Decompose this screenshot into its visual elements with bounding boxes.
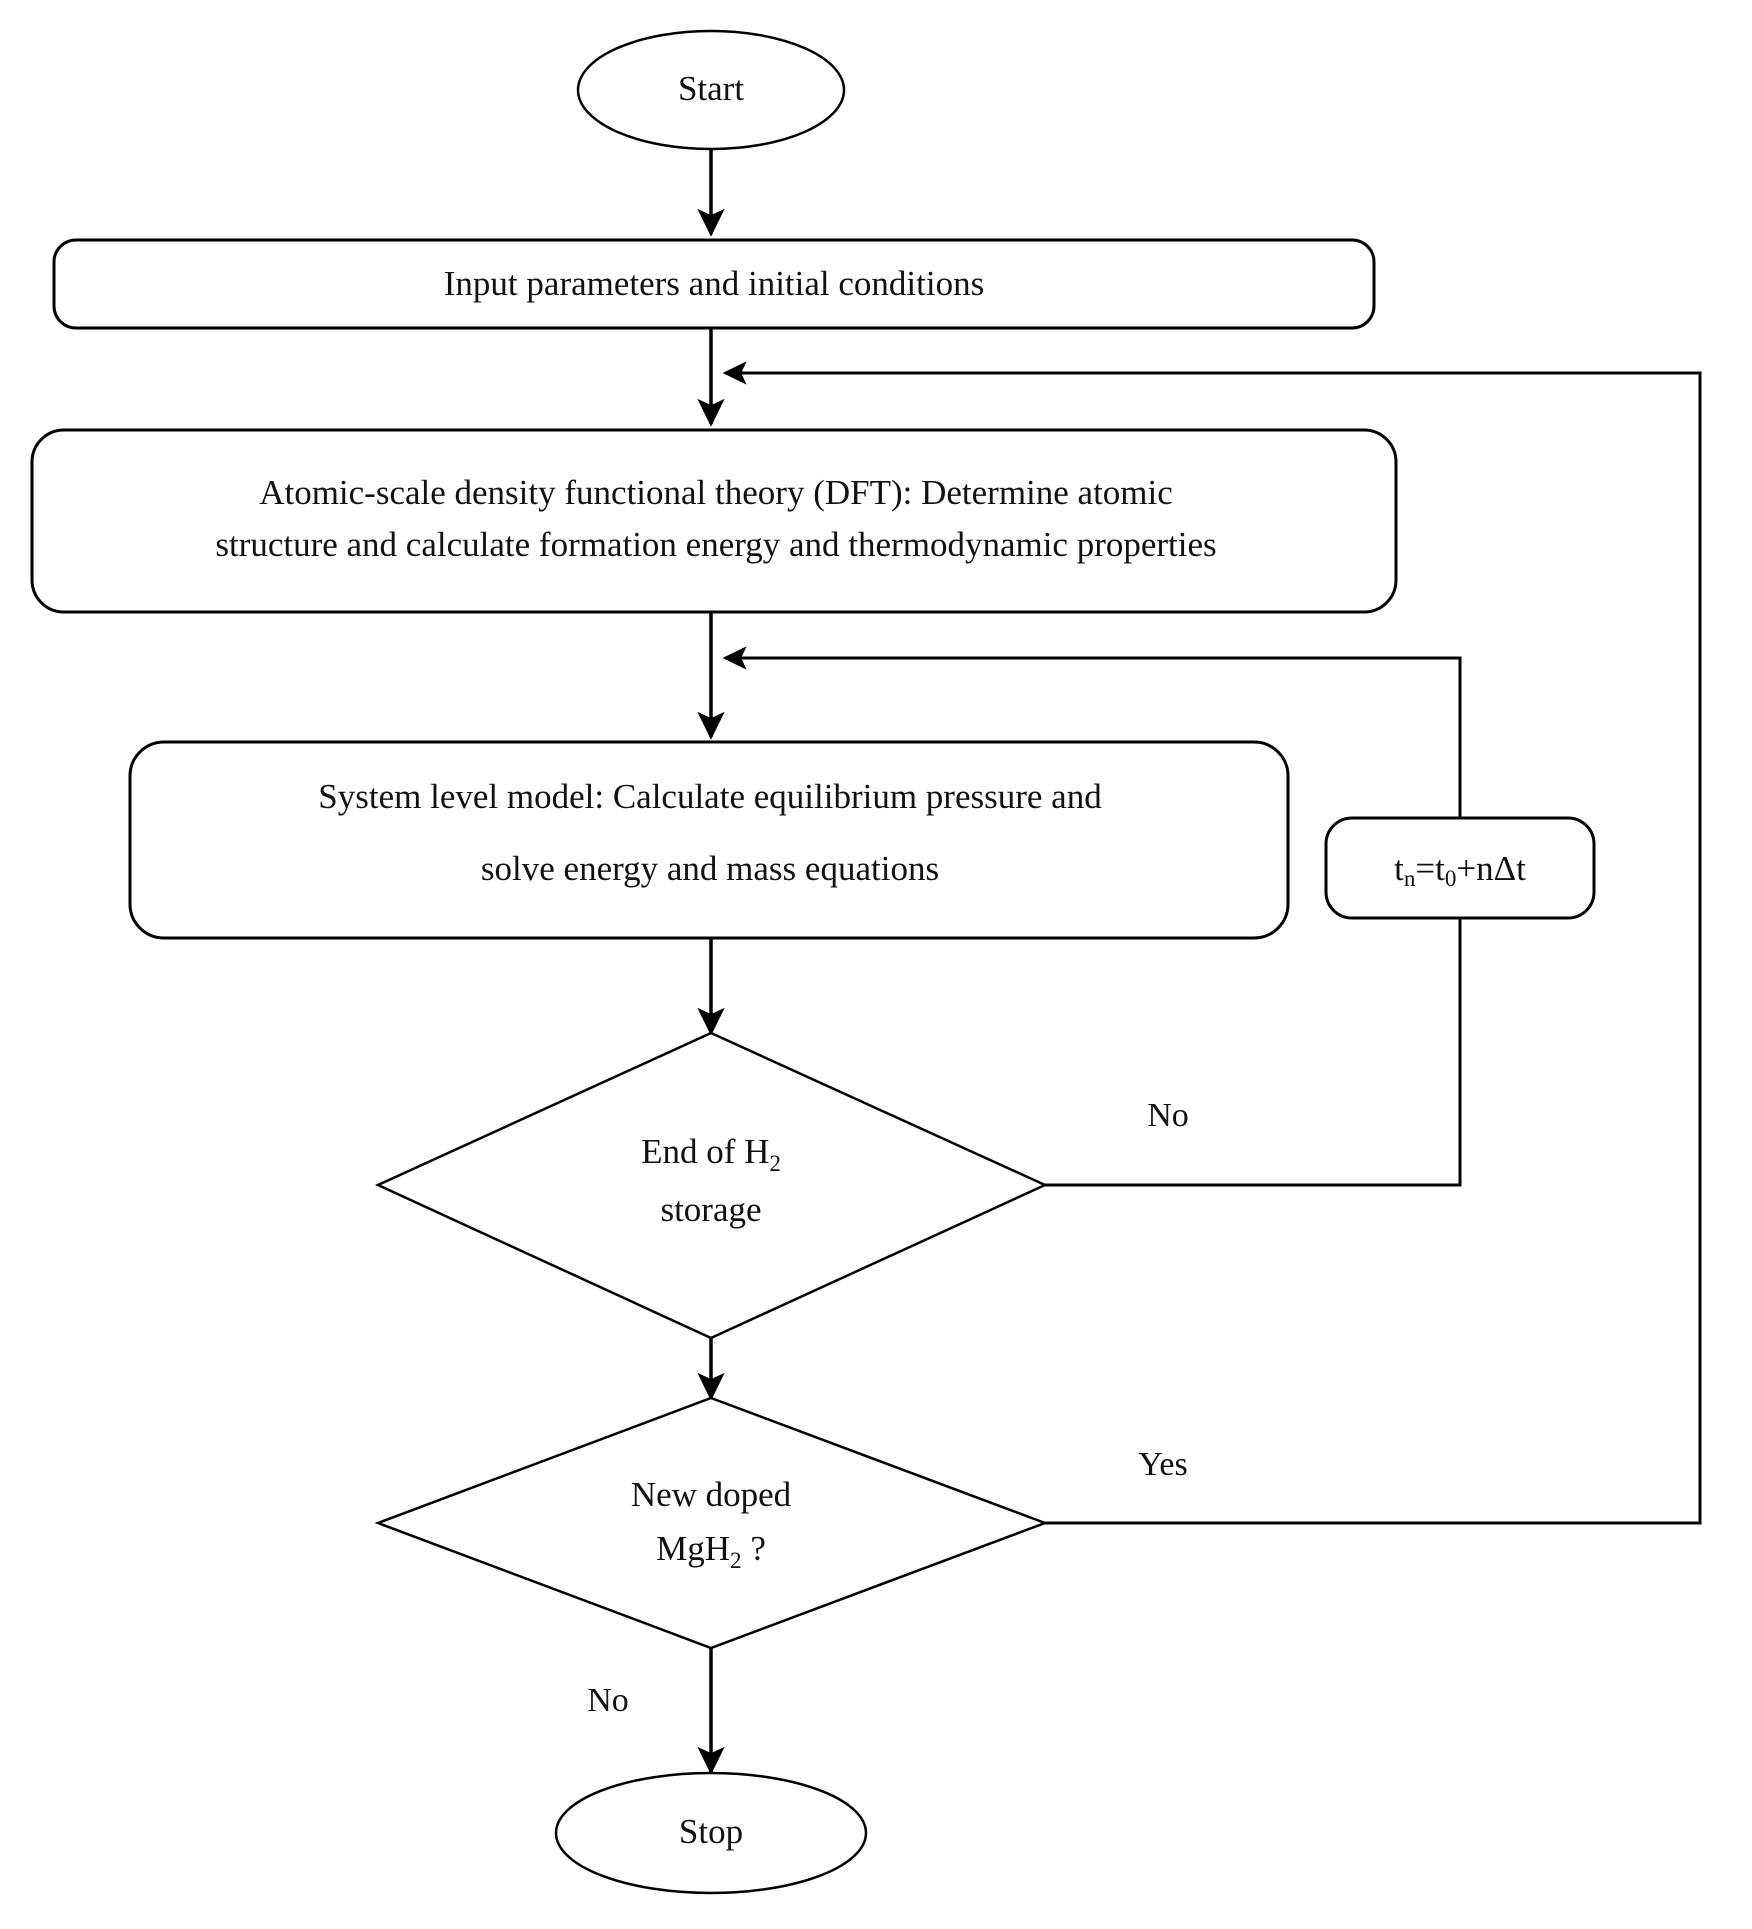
decision-doped-line2-sub: 2 <box>730 1547 742 1573</box>
decision-doped-label-line1: New doped <box>631 1475 792 1514</box>
start-ellipse-shape <box>576 29 846 151</box>
time-step-label: tn=t0+nΔt <box>1394 849 1526 891</box>
node-system-level-model[interactable]: System level model: Calculate equilibriu… <box>128 740 1290 940</box>
edge-label-no-storage: No <box>1147 1097 1189 1134</box>
decision-storage-label-line2: storage <box>660 1190 761 1229</box>
node-time-step-formula[interactable]: tn=t0+nΔt <box>1324 816 1596 920</box>
time-step-t: t <box>1394 849 1404 888</box>
decision-storage-label-line1: End of H2 <box>641 1132 781 1176</box>
system-label-line1: System level model: Calculate equilibriu… <box>318 777 1102 816</box>
node-dft[interactable]: Atomic-scale density functional theory (… <box>30 428 1398 614</box>
edge-label-yes-new-doped: Yes <box>1138 1446 1187 1483</box>
time-step-box-shape <box>1324 816 1596 920</box>
time-step-sub-0: 0 <box>1445 865 1457 891</box>
input-parameters-box-shape <box>52 238 1376 330</box>
node-start[interactable]: Start <box>576 29 846 151</box>
system-label-line2: solve energy and mass equations <box>481 849 939 888</box>
node-decision-end-of-storage[interactable]: End of H2 storage <box>374 1031 1049 1340</box>
node-decision-new-doped[interactable]: New doped MgH2 ? <box>374 1396 1049 1650</box>
decision-storage-line1-main: End of H <box>641 1132 769 1171</box>
decision-doped-line2-main: MgH <box>656 1529 730 1568</box>
node-stop[interactable]: Stop <box>554 1771 868 1895</box>
time-step-tail: +nΔt <box>1456 849 1526 888</box>
decision-doped-label-line2: MgH2 ? <box>656 1529 766 1573</box>
decision-storage-diamond-shape <box>374 1031 1049 1340</box>
edge-no-loop-to-system <box>722 646 1462 1187</box>
decision-doped-line2-tail: ? <box>742 1529 766 1568</box>
edge-label-no-new-doped: No <box>587 1682 629 1719</box>
dft-box-shape <box>30 428 1398 614</box>
stop-label: Stop <box>679 1812 743 1851</box>
decision-doped-diamond-shape <box>374 1396 1049 1650</box>
dft-label-line1: Atomic-scale density functional theory (… <box>259 473 1173 512</box>
dft-label-line2: structure and calculate formation energy… <box>215 525 1216 564</box>
time-step-eq: =t <box>1415 849 1445 888</box>
edge-yes-loop-to-dft <box>722 361 1702 1525</box>
start-label: Start <box>678 69 744 108</box>
decision-storage-line1-sub: 2 <box>769 1150 781 1176</box>
system-box-shape <box>128 740 1290 940</box>
node-input-parameters[interactable]: Input parameters and initial conditions <box>52 238 1376 330</box>
input-parameters-label: Input parameters and initial conditions <box>444 264 984 303</box>
time-step-sub-n: n <box>1404 865 1416 891</box>
stop-ellipse-shape <box>554 1771 868 1895</box>
